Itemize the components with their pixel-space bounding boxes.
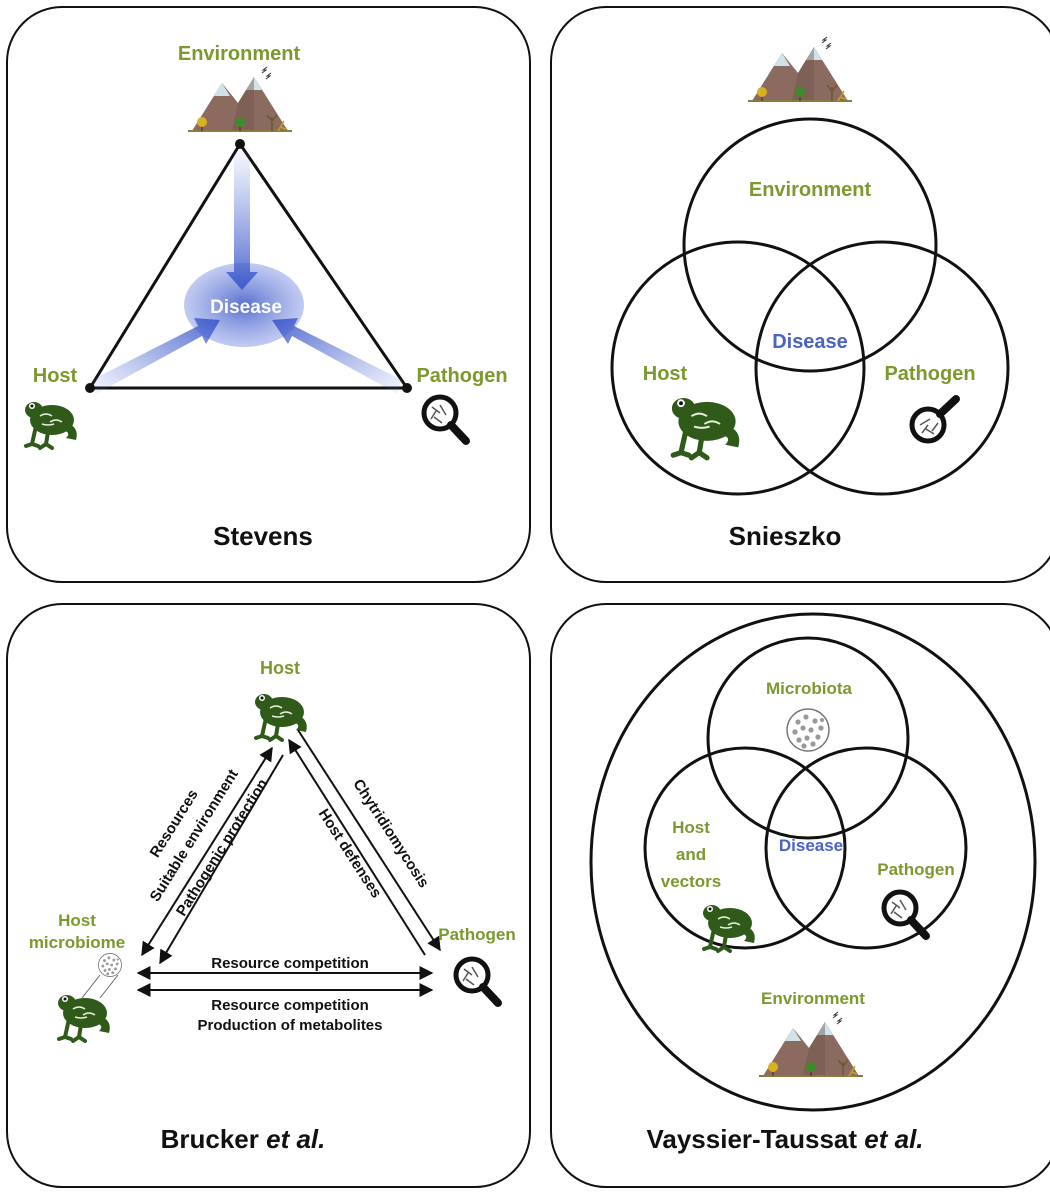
magnifier-icon [424, 397, 466, 441]
frog-icon [701, 903, 757, 953]
vayssier-pathogen-label: Pathogen [877, 860, 954, 879]
stevens-arrow-host [92, 318, 220, 394]
brucker-host-microbiome-label-2: microbiome [29, 933, 125, 952]
mountain-icon [758, 1011, 864, 1077]
magnifier-icon [884, 892, 926, 936]
brucker-host-label: Host [260, 658, 300, 678]
snieszko-title: Snieszko [729, 521, 842, 551]
snieszko-disease-label: Disease [772, 331, 848, 353]
brucker-left-arrow-1 [141, 746, 273, 957]
stevens-pathogen-label: Pathogen [416, 365, 507, 387]
panel-vayssier-taussat [550, 603, 1050, 1188]
brucker-diagram: Host Resources Suitable environment Path… [29, 658, 516, 1154]
snieszko-host-label: Host [643, 363, 688, 385]
frog-icon [56, 993, 112, 1043]
vayssier-environment-label: Environment [761, 989, 865, 1008]
panel-snieszko [550, 6, 1050, 583]
stevens-arrow-pathogen [272, 318, 402, 394]
snieszko-environment-label: Environment [749, 179, 872, 201]
vayssier-environment-ellipse [589, 612, 1037, 1112]
microbe-dish-icon [98, 953, 122, 977]
brucker-pathogen-label: Pathogen [438, 925, 515, 944]
stevens-diagram: Environment Disease Host Pathogen Steven… [23, 43, 508, 551]
vayssier-title: Vayssier-Taussat et al. [646, 1124, 923, 1154]
stevens-host-label: Host [33, 365, 78, 387]
frog-icon [23, 400, 79, 450]
brucker-bottom-label-3: Production of metabolites [197, 1017, 382, 1034]
brucker-bottom-label-1: Resource competition [211, 955, 369, 972]
brucker-bottom-label-2: Resource competition [211, 997, 369, 1014]
vayssier-host-label-3: vectors [661, 872, 721, 891]
brucker-host-microbiome-label-1: Host [58, 911, 96, 930]
brucker-right-arrow-1 [288, 738, 426, 956]
snieszko-pathogen-circle [754, 240, 1010, 496]
vayssier-microbiota-label: Microbiota [766, 679, 852, 698]
microbe-dish-icon [786, 708, 830, 752]
vayssier-pathogen-circle [764, 746, 968, 950]
mountain-icon [747, 36, 853, 102]
snieszko-diagram: Environment Disease Host Pathogen Sniesz… [610, 36, 1010, 551]
stevens-title: Stevens [213, 521, 313, 551]
stevens-environment-label: Environment [178, 43, 301, 65]
stevens-triangle [87, 141, 410, 390]
snieszko-host-circle [610, 240, 866, 496]
brucker-right-arrow-2 [297, 729, 441, 952]
frog-icon [672, 398, 739, 458]
stevens-arrow-environment [226, 150, 258, 290]
brucker-left-arrow-2 [159, 754, 284, 965]
snieszko-pathogen-label: Pathogen [884, 363, 975, 385]
stevens-disease-label: Disease [210, 297, 282, 318]
snieszko-environment-circle [682, 117, 938, 373]
magnifier-icon [456, 959, 498, 1003]
vayssier-host-label-2: and [676, 845, 706, 864]
vayssier-diagram: Microbiota Disease Host and vectors Path… [589, 612, 1037, 1154]
brucker-title: Brucker et al. [161, 1124, 326, 1154]
mountain-icon [187, 66, 293, 132]
vayssier-host-label-1: Host [672, 818, 710, 837]
magnifier-icon [912, 399, 956, 441]
vayssier-microbiota-circle [706, 636, 910, 840]
vayssier-host-circle [643, 746, 847, 950]
vayssier-disease-label: Disease [779, 836, 843, 855]
